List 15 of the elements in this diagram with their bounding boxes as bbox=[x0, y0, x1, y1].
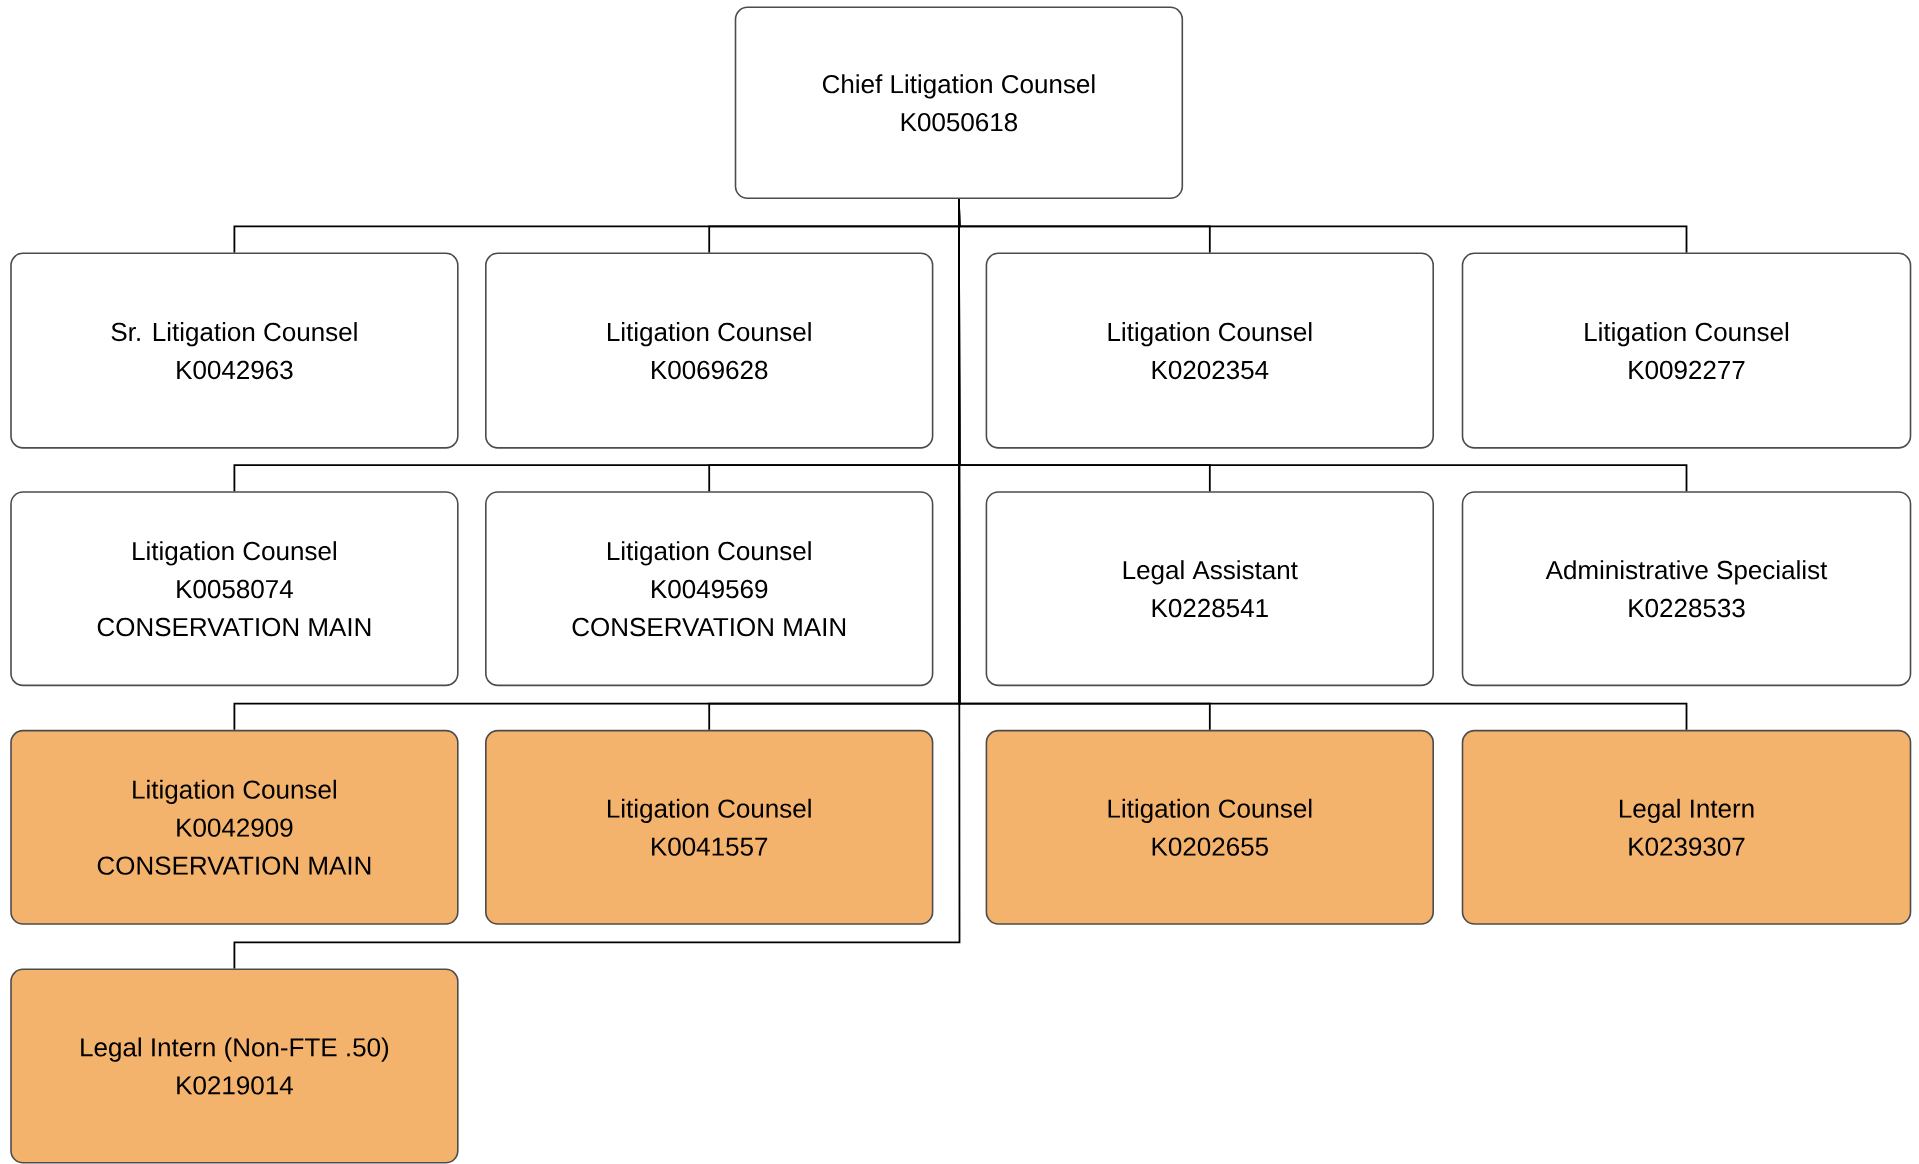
position-box: Legal Intern (Non-FTE .50) K0219014 bbox=[10, 968, 459, 1164]
position-box: Administrative Specialist K0228533 bbox=[1461, 491, 1912, 687]
position-box: Litigation Counsel K0041557 bbox=[485, 729, 934, 925]
position-box: Litigation Counsel K0069628 bbox=[485, 252, 934, 449]
position-box: Legal Intern K0239307 bbox=[1461, 729, 1912, 925]
position-box: Litigation Counsel K0202655 bbox=[985, 729, 1434, 925]
position-box: Litigation Counsel K0058074 CONSERVATION MAIN bbox=[10, 491, 459, 687]
position-box: Legal Assistant K0228541 bbox=[985, 491, 1434, 687]
position-box: Chief Litigation Counsel K0050618 bbox=[734, 6, 1184, 200]
position-box: Sr. Litigation Counsel K0042963 bbox=[10, 252, 459, 449]
position-box: Litigation Counsel K0042909 CONSERVATION MAIN bbox=[10, 729, 459, 925]
position-box: Litigation Counsel K0092277 bbox=[1461, 252, 1912, 449]
connector-line bbox=[233, 198, 961, 970]
position-box: Litigation Counsel K0049569 CONSERVATION MAIN bbox=[485, 491, 934, 687]
position-box: Litigation Counsel K0202354 bbox=[985, 252, 1434, 449]
